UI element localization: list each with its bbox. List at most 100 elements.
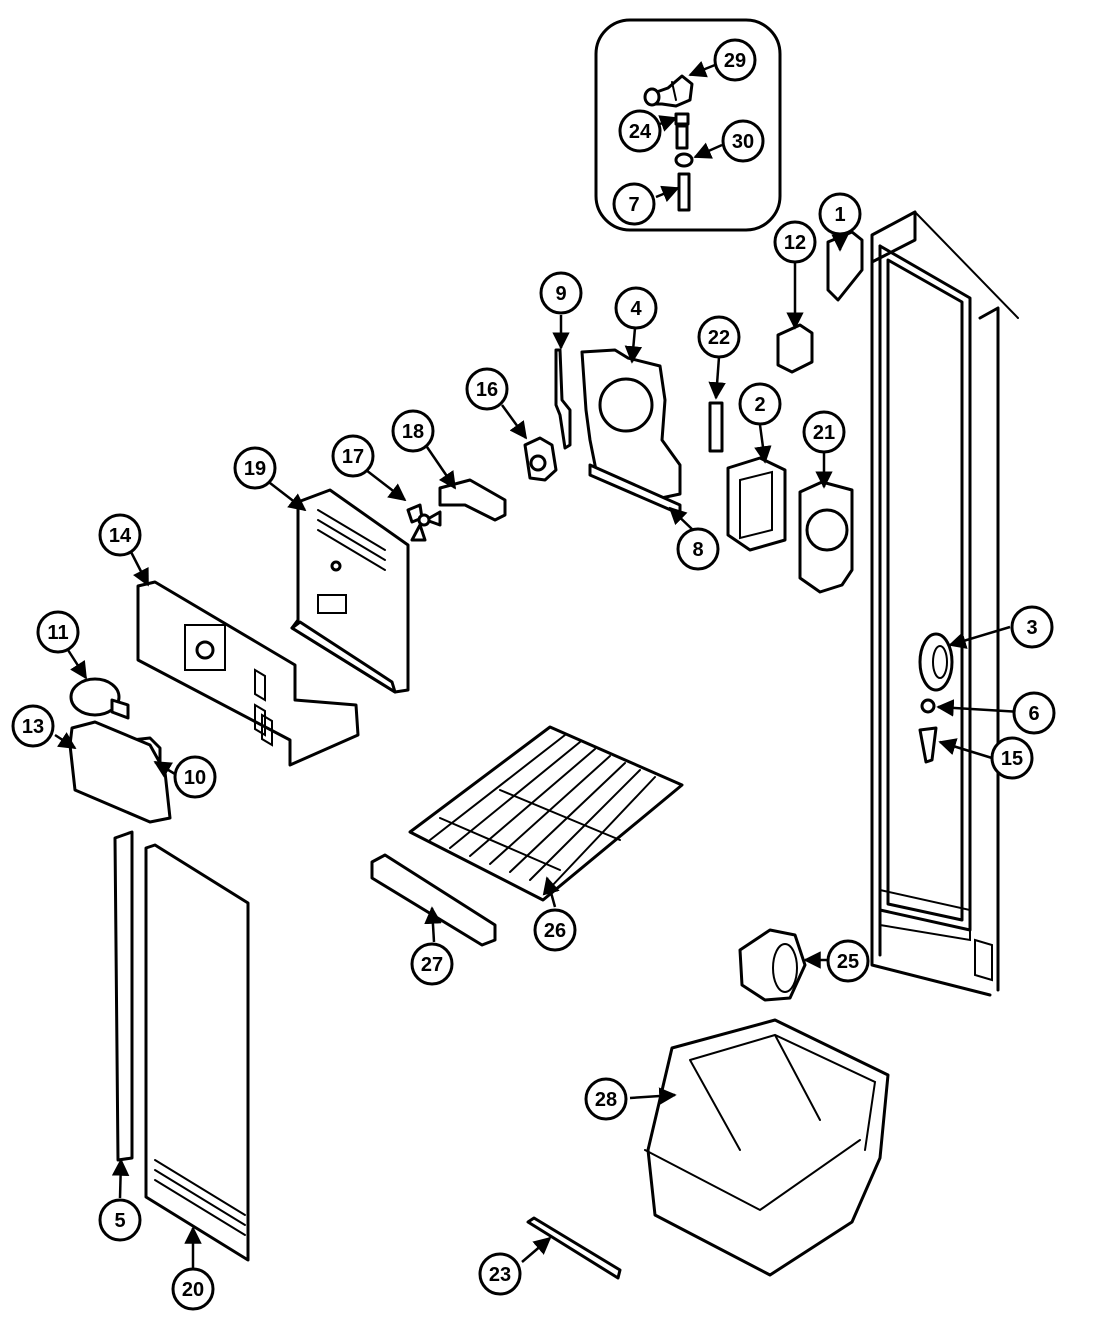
callout-circle (713, 38, 757, 82)
callout-circle (773, 220, 817, 264)
callout-label: 5 (114, 1210, 125, 1232)
callout-circle (391, 409, 435, 453)
part-11-bulb (69, 677, 130, 720)
callout-label: 12 (784, 232, 806, 254)
callout-circle (539, 271, 583, 315)
callout-label: 6 (1028, 703, 1039, 725)
callout-circle (721, 119, 765, 163)
callout-label: 28 (595, 1089, 617, 1111)
callout-14: 14 (98, 513, 142, 557)
callout-label: 24 (629, 121, 652, 143)
callout-label: 1 (834, 204, 845, 226)
callout-circle (612, 182, 656, 226)
callout-26: 26 (533, 908, 577, 952)
callout-circle (818, 192, 862, 236)
part-6-screw (920, 698, 936, 714)
callout-label: 10 (184, 767, 206, 789)
part-21-shroud (798, 480, 854, 594)
callout-circle (465, 367, 509, 411)
callout-11: 11 (36, 610, 80, 654)
callout-29: 29 (713, 38, 757, 82)
callout-circle (533, 908, 577, 952)
part-24-nut (674, 112, 690, 150)
callout-circle (738, 382, 782, 426)
callout-label: 30 (732, 131, 754, 153)
callout-circle (826, 939, 870, 983)
part-19-cover (290, 488, 410, 694)
part-18-bracket (438, 478, 507, 522)
callout-27: 27 (410, 942, 454, 986)
callout-label: 22 (708, 327, 730, 349)
part-26-shelf (408, 725, 684, 902)
callout-13: 13 (11, 704, 55, 748)
callout-8: 8 (676, 527, 720, 571)
callout-label: 21 (813, 422, 835, 444)
callout-19: 19 (233, 446, 277, 490)
callout-circle (1012, 691, 1056, 735)
callout-label: 18 (402, 421, 424, 443)
callout-7: 7 (612, 182, 656, 226)
part-16-motor (523, 436, 558, 482)
callout-12: 12 (773, 220, 817, 264)
part-25-cap (738, 928, 807, 1002)
callout-1: 1 (818, 192, 862, 236)
callout-circle (584, 1077, 628, 1121)
part-23-strip (526, 1216, 622, 1280)
part-22-bracket (708, 401, 724, 453)
callout-circle (173, 755, 217, 799)
callout-label: 27 (421, 954, 443, 976)
part-28-bin (644, 1018, 890, 1277)
callout-circle (98, 1198, 142, 1242)
callout-label: 29 (724, 50, 746, 72)
part-1-clip (826, 230, 864, 302)
part-9-rod (554, 348, 572, 450)
callout-label: 20 (182, 1279, 204, 1301)
callout-18: 18 (391, 409, 435, 453)
callout-label: 23 (489, 1264, 511, 1286)
callout-circle (1010, 605, 1054, 649)
callout-circle (676, 527, 720, 571)
callout-circle (233, 446, 277, 490)
callout-30: 30 (721, 119, 765, 163)
part-3-handle (918, 632, 954, 692)
callout-10: 10 (173, 755, 217, 799)
callout-24: 24 (618, 109, 662, 153)
part-7-tube (677, 172, 691, 212)
callout-4: 4 (614, 286, 658, 330)
callout-circle (802, 410, 846, 454)
cabinet-liner (870, 210, 1019, 997)
callout-circle (331, 434, 375, 478)
part-15-stud (918, 726, 938, 764)
callout-circle (618, 109, 662, 153)
callout-label: 13 (22, 716, 44, 738)
part-14-evap-cover (136, 580, 360, 767)
part-29-fitting (643, 74, 694, 108)
callout-label: 25 (837, 951, 859, 973)
callout-circle (990, 736, 1034, 780)
callout-label: 3 (1026, 617, 1037, 639)
callout-label: 16 (476, 379, 498, 401)
callout-label: 4 (630, 298, 642, 320)
leader-lines (54, 61, 1023, 1268)
callout-3: 3 (1010, 605, 1054, 649)
callout-6: 6 (1012, 691, 1056, 735)
callout-circle (36, 610, 80, 654)
callout-23: 23 (478, 1252, 522, 1296)
callout-circle (410, 942, 454, 986)
part-27-rail (370, 853, 497, 947)
part-17-fan (406, 503, 442, 542)
callout-circle (171, 1267, 215, 1311)
callout-label: 2 (754, 394, 765, 416)
part-2-housing (726, 456, 787, 552)
callout-9: 9 (539, 271, 583, 315)
callout-17: 17 (331, 434, 375, 478)
callout-22: 22 (697, 315, 741, 359)
callout-16: 16 (465, 367, 509, 411)
callout-circle (98, 513, 142, 557)
callout-label: 15 (1001, 748, 1023, 770)
part-30-ring (674, 152, 694, 168)
callout-5: 5 (98, 1198, 142, 1242)
callout-20: 20 (171, 1267, 215, 1311)
callout-2: 2 (738, 382, 782, 426)
